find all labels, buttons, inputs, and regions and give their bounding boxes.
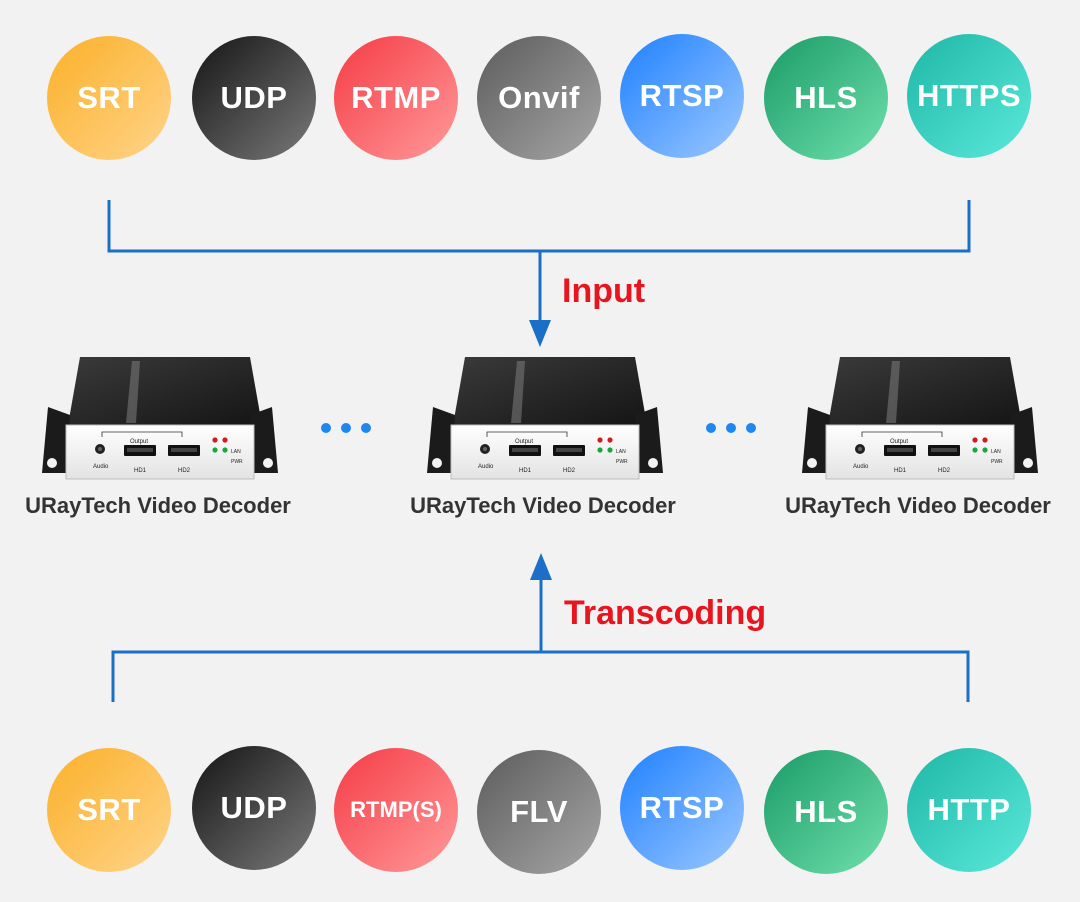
panel-hd2-label: HD2 (563, 468, 576, 474)
protocol-circle-rtmp: RTMP (334, 36, 458, 160)
transcoding-label: Transcoding (564, 594, 767, 632)
ellipsis-dot (321, 423, 331, 433)
protocol-circle-rtsp: RTSP (620, 746, 744, 870)
decoder-device-image (40, 355, 280, 485)
panel-lan-label: LAN (991, 449, 1001, 455)
panel-hd1-label: HD1 (894, 468, 907, 474)
panel-lan-label: LAN (616, 449, 626, 455)
ellipsis-dot (341, 423, 351, 433)
panel-pwr-label: PWR (616, 459, 628, 465)
protocol-circle-rtmps: RTMP(S) (334, 748, 458, 872)
panel-pwr-label: PWR (231, 459, 243, 465)
protocol-circle-udp: UDP (192, 746, 316, 870)
input-label: Input (562, 272, 646, 310)
protocol-circle-rtsp: RTSP (620, 34, 744, 158)
decoder-device-2: Output Audio HD1 HD2 LAN PWR (425, 355, 665, 485)
protocol-circle-https: HTTPS (907, 34, 1031, 158)
ellipsis-dots-left (321, 423, 371, 433)
panel-output-label: Output (890, 439, 909, 445)
panel-audio-label: Audio (853, 464, 869, 470)
ellipsis-dots-right (706, 423, 756, 433)
protocol-circle-flv: FLV (477, 750, 601, 874)
panel-hd1-label: HD1 (519, 468, 532, 474)
protocol-circle-srt: SRT (47, 748, 171, 872)
panel-output-label: Output (130, 439, 149, 445)
panel-pwr-label: PWR (991, 459, 1003, 465)
panel-audio-label: Audio (478, 464, 494, 470)
panel-hd2-label: HD2 (178, 468, 191, 474)
decoder-device-image (800, 355, 1040, 485)
protocol-circle-hls: HLS (764, 36, 888, 160)
ellipsis-dot (361, 423, 371, 433)
ellipsis-dot (726, 423, 736, 433)
protocol-circle-udp: UDP (192, 36, 316, 160)
device-label-3: URayTech Video Decoder (785, 493, 1051, 518)
protocol-circle-hls: HLS (764, 750, 888, 874)
protocol-circle-srt: SRT (47, 36, 171, 160)
device-label-2: URayTech Video Decoder (410, 493, 676, 518)
ellipsis-dot (706, 423, 716, 433)
bottom-bracket-line (111, 650, 970, 702)
protocol-circle-onvif: Onvif (477, 36, 601, 160)
transcoding-arrow-head (530, 553, 552, 580)
panel-lan-label: LAN (231, 449, 241, 455)
panel-hd1-label: HD1 (134, 468, 147, 474)
decoder-device-3: Output Audio HD1 HD2 LAN PWR (800, 355, 1040, 485)
top-bracket-line (107, 200, 971, 253)
panel-audio-label: Audio (93, 464, 109, 470)
panel-hd2-label: HD2 (938, 468, 951, 474)
decoder-device-1: Output Audio HD1 HD2 LAN PWR (40, 355, 280, 485)
ellipsis-dot (746, 423, 756, 433)
device-label-1: URayTech Video Decoder (25, 493, 291, 518)
protocol-circle-http: HTTP (907, 748, 1031, 872)
panel-output-label: Output (515, 439, 534, 445)
decoder-device-image (425, 355, 665, 485)
input-arrow-head (529, 320, 551, 347)
